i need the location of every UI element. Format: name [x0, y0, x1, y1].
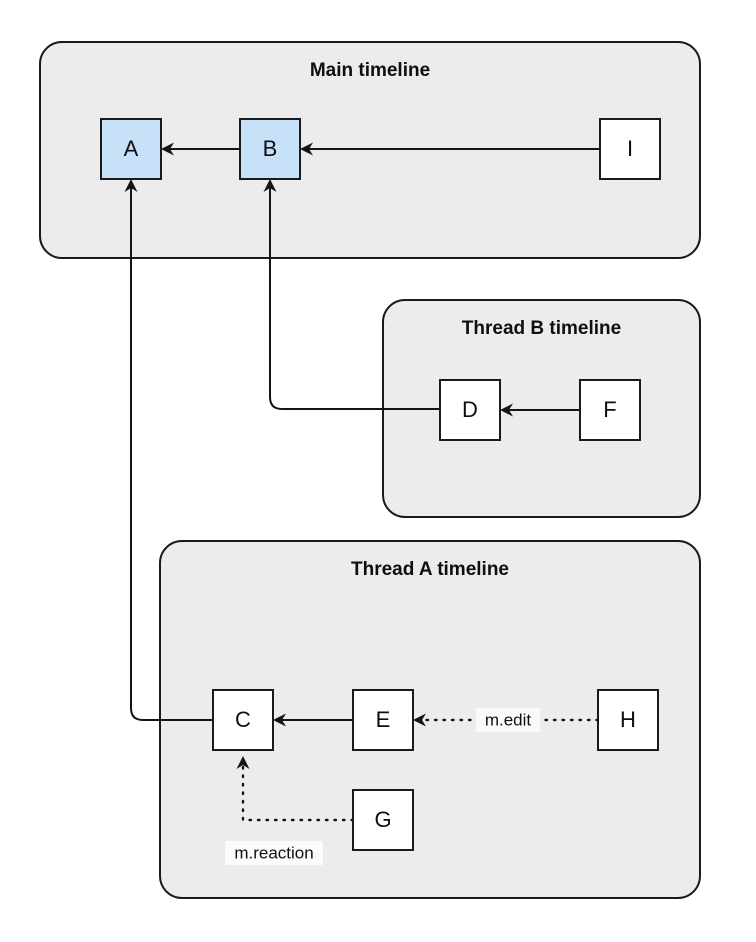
arrowhead-icon [124, 179, 138, 192]
edge-d-to-b [263, 179, 440, 410]
event-node-c[interactable]: C [212, 689, 274, 751]
timeline-group-title: Thread A timeline [351, 559, 509, 580]
event-node-label: I [627, 136, 633, 161]
edge-line [241, 760, 355, 822]
edge-label-text: m.reaction [234, 843, 313, 862]
event-node-label: A [124, 136, 139, 161]
event-node-box[interactable] [579, 379, 641, 441]
edge-label-background [476, 708, 540, 732]
event-node-e[interactable]: E [352, 689, 414, 751]
event-node-label: G [374, 807, 391, 832]
arrowhead-icon [300, 142, 313, 156]
event-node-box[interactable] [239, 118, 301, 180]
event-node-label: E [376, 707, 391, 732]
event-node-box[interactable] [599, 118, 661, 180]
event-node-label: F [603, 397, 616, 422]
event-node-label: H [620, 707, 636, 732]
event-node-label: C [235, 707, 251, 732]
edge-label-text: m.edit [485, 710, 532, 729]
arrowhead-icon [500, 403, 513, 417]
arrowhead-icon [413, 713, 426, 727]
edge-e-to-c [273, 713, 353, 727]
event-node-a[interactable]: A [100, 118, 162, 180]
edge-labels-layer: m.edit m.reaction [225, 708, 540, 865]
event-node-label: B [263, 136, 278, 161]
edge-label-h-to-e: m.edit [476, 708, 540, 732]
edge-line [130, 185, 213, 721]
arrowhead-icon [263, 179, 277, 192]
event-node-box[interactable] [100, 118, 162, 180]
event-node-h[interactable]: H [597, 689, 659, 751]
timeline-group-title: Main timeline [310, 60, 430, 81]
event-node-label: D [462, 397, 478, 422]
event-node-b[interactable]: B [239, 118, 301, 180]
event-node-i[interactable]: I [599, 118, 661, 180]
edge-b-to-a [161, 142, 240, 156]
arrowhead-icon [161, 142, 174, 156]
edge-c-to-a [124, 179, 213, 721]
edge-label-background [225, 841, 323, 865]
nodes-layer: A B I D F C E H G [100, 118, 661, 851]
event-node-box[interactable] [352, 689, 414, 751]
event-node-g[interactable]: G [352, 789, 414, 851]
arrowhead-icon [236, 756, 250, 769]
event-node-box[interactable] [439, 379, 501, 441]
event-node-d[interactable]: D [439, 379, 501, 441]
edge-h-to-e [413, 713, 600, 727]
event-node-box[interactable] [352, 789, 414, 851]
event-node-f[interactable]: F [579, 379, 641, 441]
timeline-group-thread_b: Thread B timeline [382, 299, 701, 518]
edge-line [269, 185, 440, 410]
event-node-box[interactable] [597, 689, 659, 751]
edge-label-g-to-c: m.reaction [225, 841, 323, 865]
edges-layer [124, 142, 600, 822]
timeline-group-title: Thread B timeline [462, 318, 621, 339]
edge-f-to-d [500, 403, 580, 417]
edge-i-to-b [300, 142, 600, 156]
edge-g-to-c [236, 756, 355, 822]
event-node-box[interactable] [212, 689, 274, 751]
arrowhead-icon [273, 713, 286, 727]
